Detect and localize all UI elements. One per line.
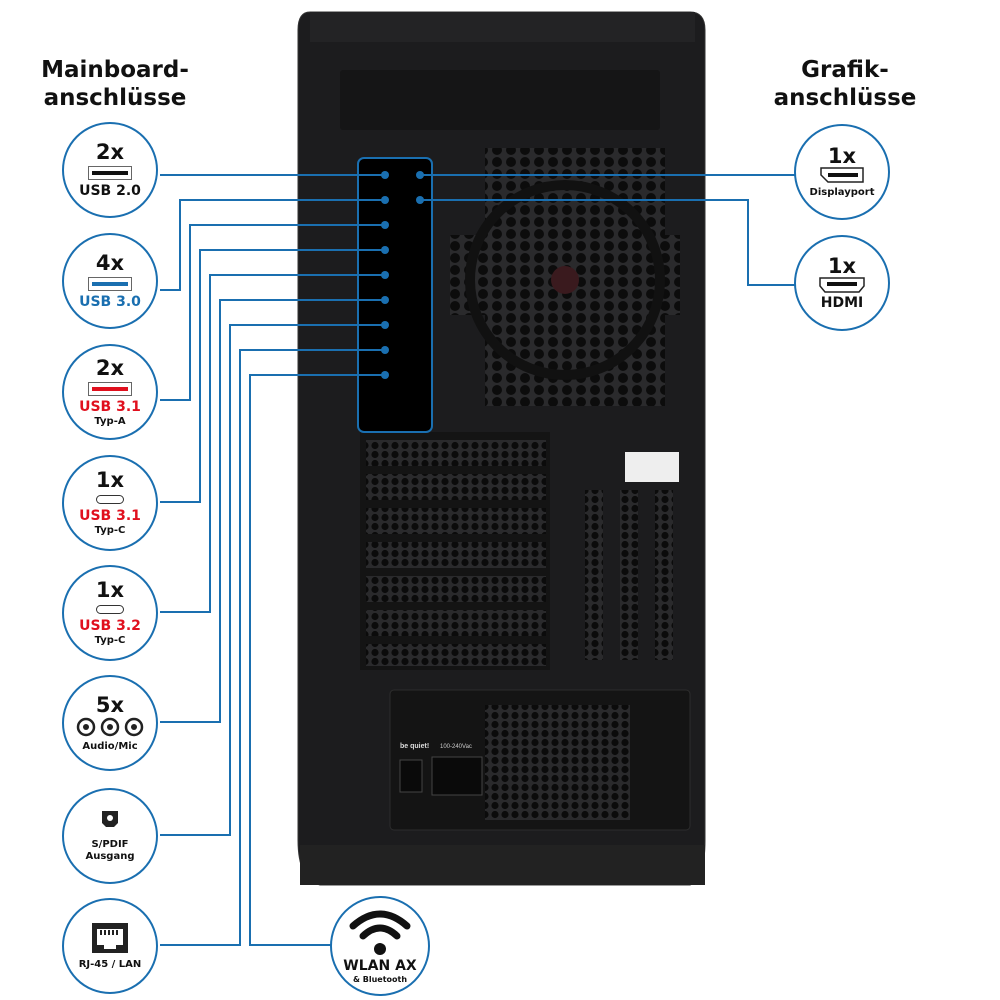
- vertical-slots: [585, 452, 679, 660]
- wifi-icon: [349, 910, 411, 955]
- io-panel: [357, 157, 433, 433]
- port-audio: 5x Audio/Mic: [62, 675, 158, 771]
- graphics-heading: Grafik-anschlüsse: [773, 57, 917, 111]
- displayport-icon: [820, 167, 864, 183]
- usb-c-port-icon: [96, 605, 124, 614]
- power-switch: [399, 759, 423, 793]
- ethernet-port-icon: [92, 923, 128, 953]
- hdmi-port-icon: [819, 276, 865, 293]
- port-rj45-lan: RJ-45 / LAN: [62, 898, 158, 994]
- port-usb-2-0: 2x USB 2.0: [62, 122, 158, 218]
- usb-a-port-icon: [88, 276, 132, 291]
- port-displayport: 1x Displayport: [794, 124, 890, 220]
- rear-fan: [465, 180, 665, 380]
- port-usb-3-1-type-a: 2x USB 3.1 Typ-A: [62, 344, 158, 440]
- svg-text:be quiet!: be quiet!: [400, 743, 429, 750]
- spdif-port-icon: [102, 811, 118, 827]
- usb-a-port-icon: [88, 165, 132, 180]
- mainboard-heading: Mainboard-anschlüsse: [41, 57, 189, 111]
- svg-text:100-240Vac: 100-240Vac: [440, 744, 472, 750]
- usb-c-port-icon: [96, 495, 124, 504]
- port-spdif: S/PDIF Ausgang: [62, 788, 158, 884]
- port-hdmi: 1x HDMI: [794, 235, 890, 331]
- port-usb-3-1-type-c: 1x USB 3.1 Typ-C: [62, 455, 158, 551]
- wlan-ax-bluetooth: WLAN AX & Bluetooth: [330, 896, 430, 996]
- port-usb-3-2-type-c: 1x USB 3.2 Typ-C: [62, 565, 158, 661]
- power-socket: [431, 756, 483, 796]
- usb-a-port-icon: [88, 381, 132, 396]
- expansion-slots: [360, 432, 550, 670]
- audio-jack-icon: [76, 717, 144, 736]
- power-supply: be quiet! 100-240Vac: [389, 689, 691, 831]
- port-usb-3-0: 4x USB 3.0: [62, 233, 158, 329]
